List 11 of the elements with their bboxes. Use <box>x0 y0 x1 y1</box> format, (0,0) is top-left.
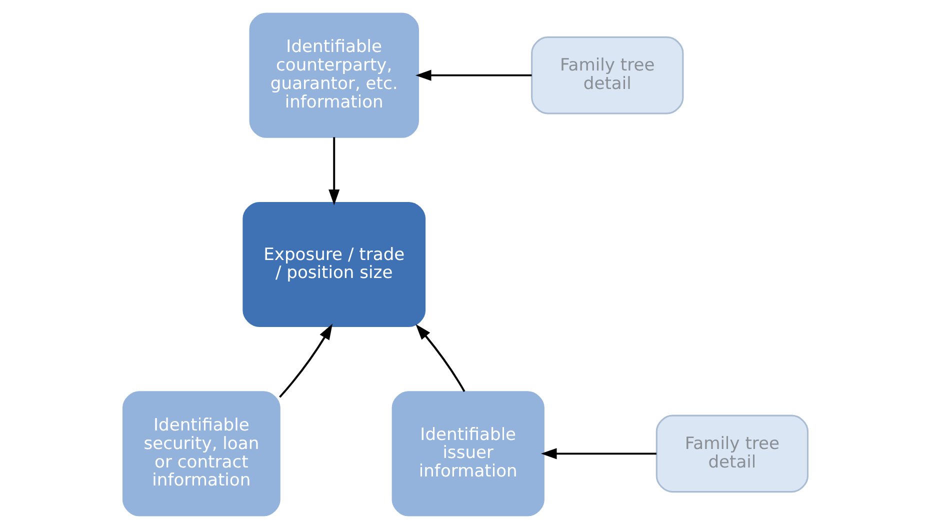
node-box: Exposure / trade / position size <box>242 202 426 328</box>
arrow <box>540 448 656 460</box>
arrow <box>415 70 532 81</box>
arrow <box>416 324 466 392</box>
node-box: Identifiable issuer information <box>392 391 544 516</box>
node-box: Family tree detail <box>531 36 684 114</box>
arrow <box>279 324 333 398</box>
arrow <box>328 137 340 206</box>
node-box: Identifiable counterparty, guarantor, etc. information <box>249 12 419 138</box>
node-box: Identifiable security, loan or contract information <box>122 391 280 516</box>
node-box: Family tree detail <box>656 414 809 493</box>
